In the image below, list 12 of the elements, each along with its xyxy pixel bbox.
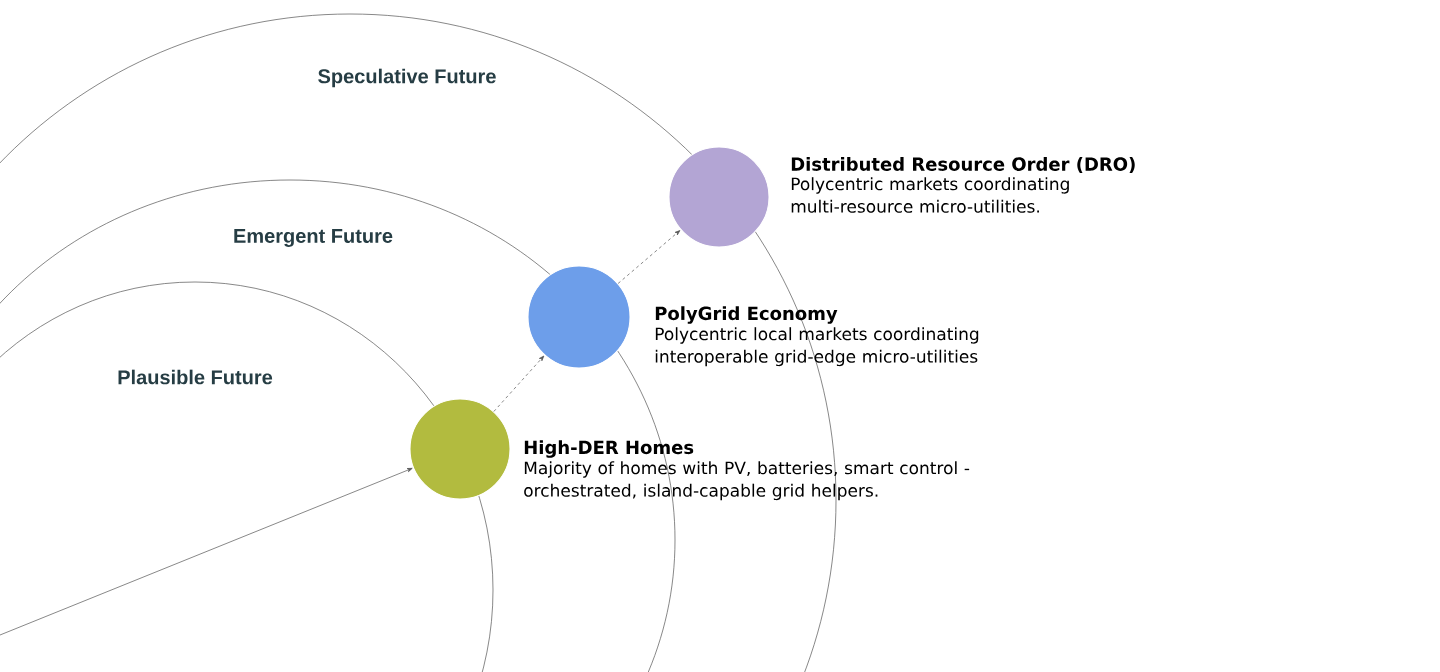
arrow: [493, 355, 545, 412]
region-label: Plausible Future: [118, 369, 273, 385]
region-label: Emergent Future: [234, 229, 393, 247]
node-heading: PolyGrid Economy: [655, 306, 838, 324]
arrow: [0, 467, 413, 636]
node-heading: Distributed Resource Order (DRO): [791, 157, 1135, 173]
region-label: Speculative Future: [318, 68, 496, 88]
node-description: Polycentric markets coordinating multi-resource micro-utilities.: [791, 177, 1069, 213]
node-description: Majority of homes with PV, batteries, smart control - orchestrated, island-capable grid helpers.: [524, 461, 970, 501]
node-description: Polycentric local markets coordinating interoperable grid-edge micro-utilities: [655, 327, 979, 367]
arrow: [617, 230, 681, 284]
node-heading: High-DER Homes: [524, 440, 694, 458]
